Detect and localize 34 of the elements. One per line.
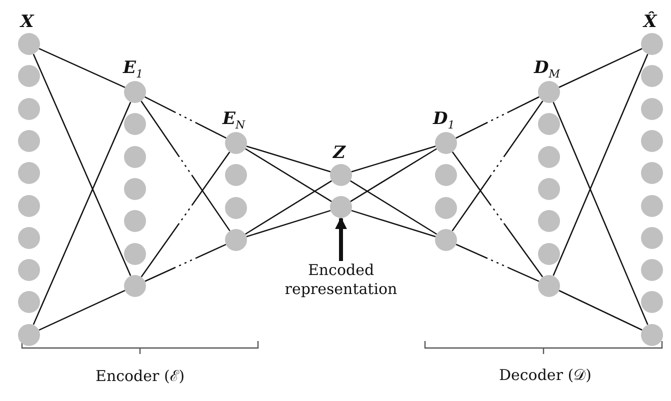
- connection-line: [245, 148, 332, 202]
- connection-line: [245, 180, 332, 235]
- layer-label: X: [20, 14, 34, 31]
- connection-line: [246, 146, 331, 172]
- connection-line: [350, 148, 437, 202]
- connection-line: [452, 152, 544, 278]
- layer-label: Z: [333, 145, 346, 162]
- connection-line: [38, 48, 126, 88]
- layer-label: D$_{M}$: [534, 60, 560, 80]
- connection-line: [350, 180, 437, 235]
- connection-line: [351, 146, 436, 172]
- connection-line: [452, 100, 544, 232]
- layer-label: E$_{1}$: [123, 60, 143, 80]
- connection-line: [144, 96, 226, 139]
- connection-line: [32, 54, 132, 276]
- connection-line: [456, 244, 540, 282]
- connection-line: [144, 244, 226, 282]
- connection-line: [32, 102, 132, 325]
- connection-line: [552, 54, 648, 276]
- connection-line: [558, 48, 642, 88]
- group-label: Decoder (𝒟): [499, 366, 592, 384]
- group-label: Encoder (ℰ): [96, 366, 185, 385]
- connection-line: [140, 100, 230, 232]
- connection-line: [140, 152, 230, 278]
- arrow: [335, 217, 347, 261]
- connection-line: [456, 96, 540, 139]
- connection-line: [38, 290, 126, 331]
- caption-text: Encoded representation: [266, 261, 416, 299]
- connection-line: [246, 210, 331, 238]
- layer-label: E$_{N}$: [222, 111, 246, 130]
- connection-line: [351, 210, 436, 238]
- connection-line: [552, 102, 648, 325]
- connection-line: [558, 290, 642, 331]
- layer-label: D$_{1}$: [433, 111, 455, 130]
